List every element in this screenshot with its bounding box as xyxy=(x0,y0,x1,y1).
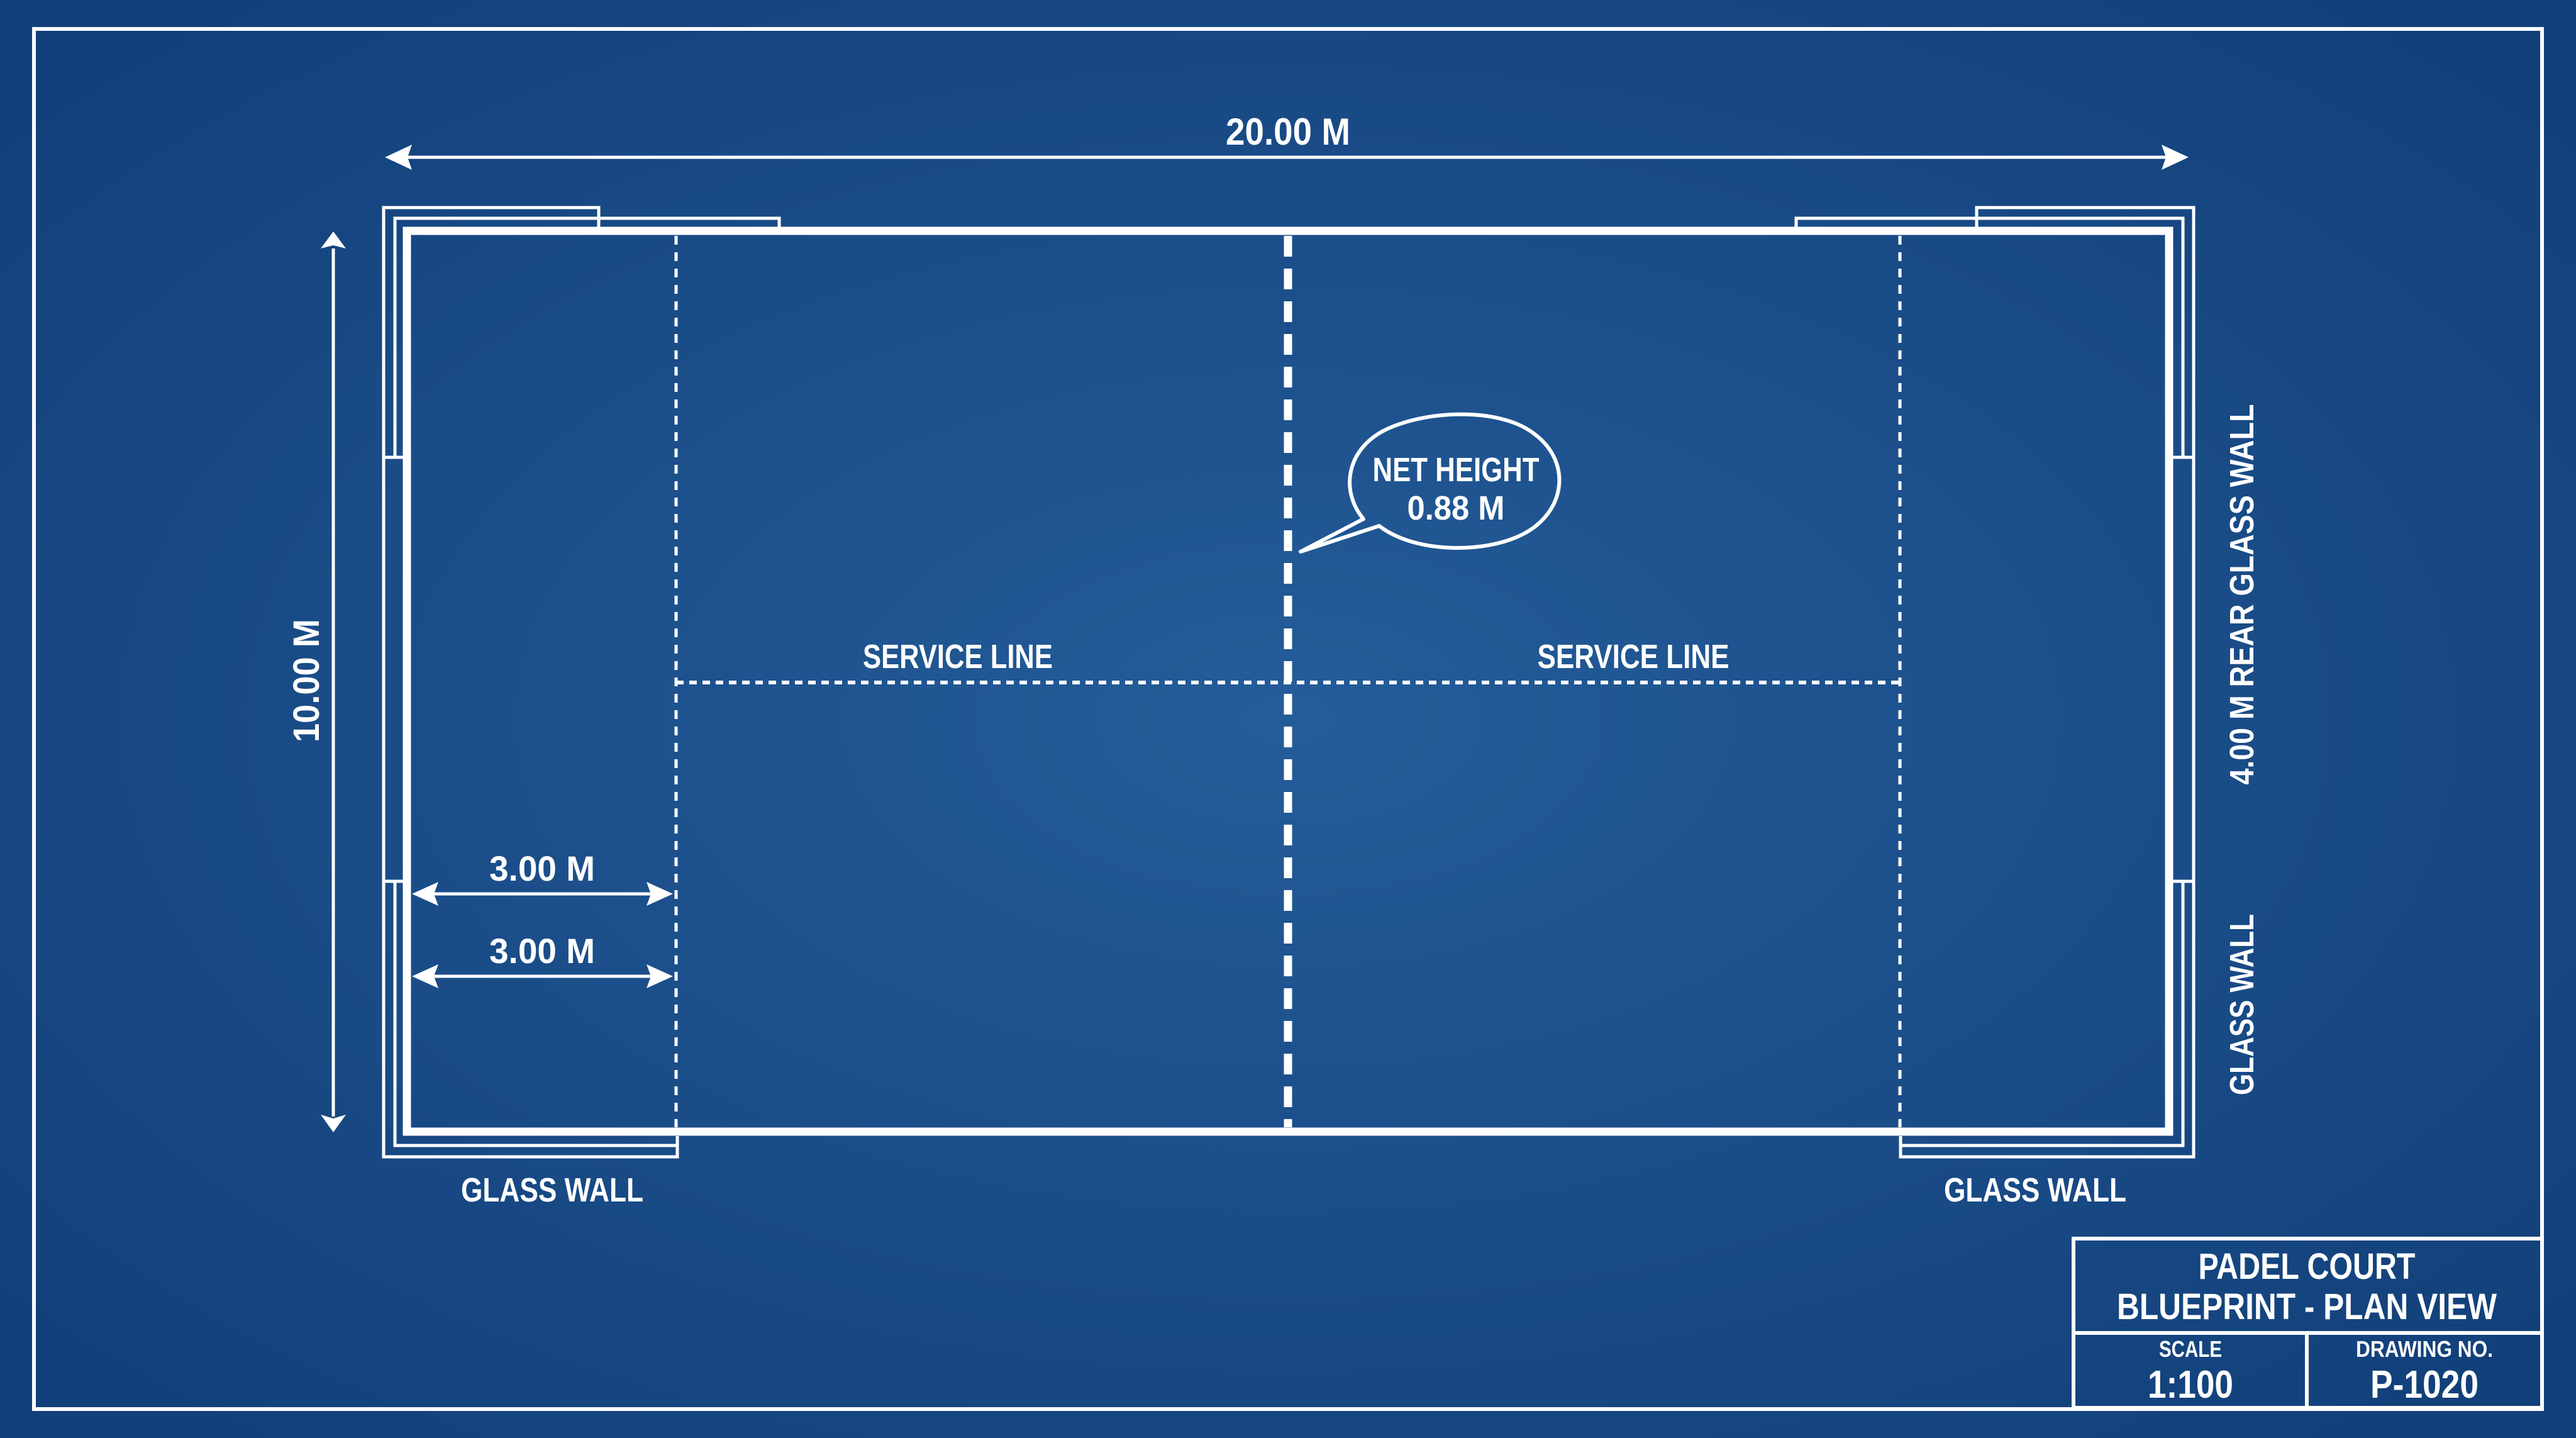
title-line-1: PADEL COURT xyxy=(2199,1246,2416,1287)
arrowhead-down-icon xyxy=(321,1115,346,1132)
scale-label: SCALE xyxy=(2159,1336,2222,1362)
width-dimension xyxy=(321,231,346,1132)
scale-value: 1:100 xyxy=(2148,1363,2233,1407)
length-dimension xyxy=(385,145,2189,170)
arrowhead-right-icon xyxy=(647,964,673,988)
drawing-number-label: DRAWING NO. xyxy=(2356,1336,2493,1362)
glass-wall-label-bottom-left: GLASS WALL xyxy=(461,1171,643,1209)
right-glass-walls xyxy=(1794,206,2196,1159)
net-height-callout: NET HEIGHT 0.88 M xyxy=(1299,412,1562,554)
arrowhead-up-icon xyxy=(321,231,346,248)
drawing-frame xyxy=(32,27,2544,1411)
rear-glass-wall-label: 4.00 M REAR GLASS WALL xyxy=(2223,404,2261,785)
glass-wall-label-bottom-right: GLASS WALL xyxy=(1944,1171,2126,1209)
left-glass-walls xyxy=(382,206,781,1159)
glass-wall-label-right: GLASS WALL xyxy=(2223,914,2261,1095)
net-height-value: 0.88 M xyxy=(1407,489,1505,527)
speech-bubble-icon xyxy=(1299,412,1562,554)
length-label: 20.00 M xyxy=(1226,111,1350,153)
arrowhead-left-icon xyxy=(412,882,438,906)
width-label: 10.00 M xyxy=(286,619,327,742)
arrowhead-left-icon xyxy=(385,145,412,170)
service-line-label-right: SERVICE LINE xyxy=(1538,638,1729,676)
service-depth-dimension-lower xyxy=(412,964,673,988)
service-depth-dimension-upper xyxy=(412,882,673,906)
arrowhead-right-icon xyxy=(647,882,673,906)
service-line-label-left: SERVICE LINE xyxy=(863,638,1053,676)
drawing-number-value: P-1020 xyxy=(2370,1363,2479,1407)
title-line-2: BLUEPRINT - PLAN VIEW xyxy=(2117,1286,2497,1327)
arrowhead-left-icon xyxy=(412,964,438,988)
title-block: PADEL COURT BLUEPRINT - PLAN VIEW SCALE … xyxy=(2072,1237,2544,1410)
net-height-title: NET HEIGHT xyxy=(1373,451,1540,489)
arrowhead-right-icon xyxy=(2162,145,2189,170)
service-depth-label-upper: 3.00 M xyxy=(489,849,595,888)
service-depth-label-lower: 3.00 M xyxy=(489,931,595,971)
court-boundary xyxy=(402,226,2174,1136)
